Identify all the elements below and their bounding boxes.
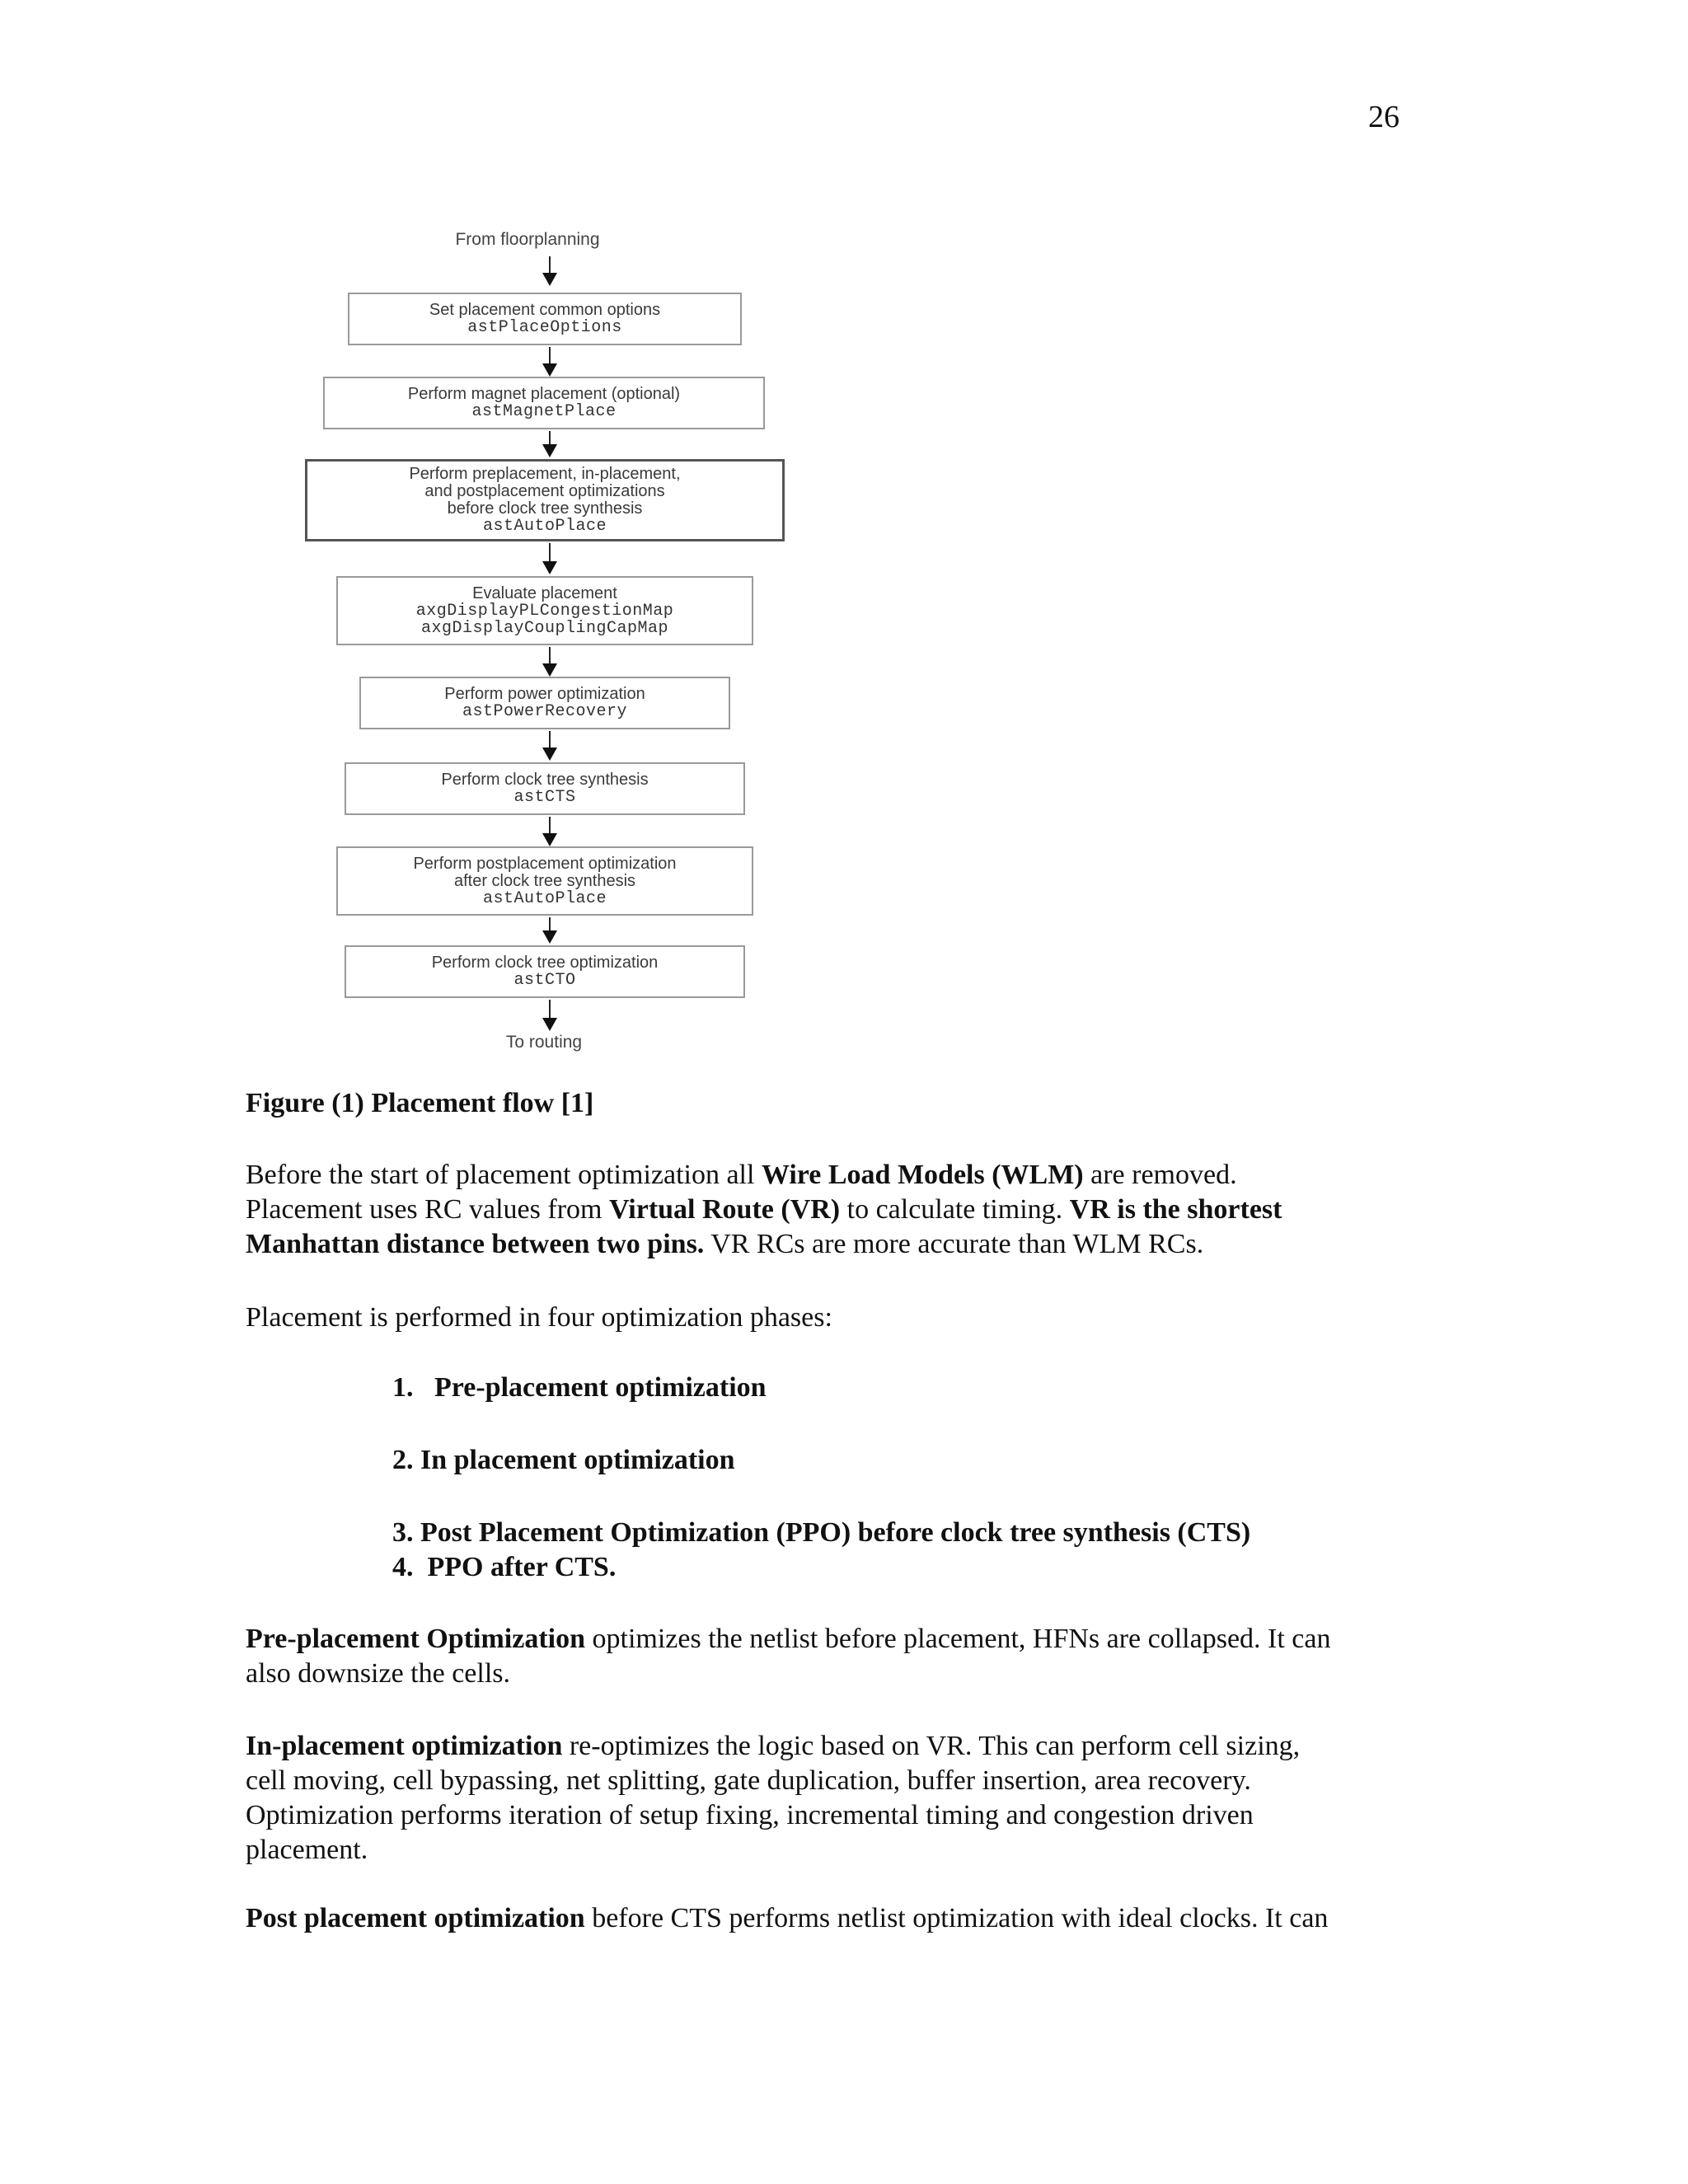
step-text: Perform clock tree optimization xyxy=(431,954,659,972)
flow-arrow xyxy=(542,817,558,846)
text-run: Optimization performs iteration of setup… xyxy=(246,1800,1254,1830)
term-wlm: Wire Load Models (WLM) xyxy=(761,1160,1084,1190)
flow-step-clock-tree-optimization: Perform clock tree optimization astCTO xyxy=(345,945,745,998)
paragraph-pre-placement: Pre-placement Optimization optimizes the… xyxy=(246,1622,1449,1691)
emphasis: VR is the shortest xyxy=(1069,1194,1282,1225)
text-run: re-optimizes the logic based on VR. This… xyxy=(562,1731,1301,1761)
paragraph-phases-intro: Placement is performed in four optimizat… xyxy=(246,1302,832,1333)
step-command: axgDisplayPLCongestionMap xyxy=(415,601,674,621)
text-run: placement. xyxy=(246,1835,368,1865)
flow-step-place-options: Set placement common options astPlaceOpt… xyxy=(348,293,742,345)
term: Post placement optimization xyxy=(246,1903,585,1933)
term: In-placement optimization xyxy=(246,1731,563,1761)
text-run: Placement uses RC values from xyxy=(246,1194,609,1225)
flow-arrow xyxy=(542,256,558,286)
flow-arrow xyxy=(542,431,558,457)
step-command: astMagnetPlace xyxy=(471,402,617,421)
flow-arrow xyxy=(542,347,558,377)
phase-item: 1. Pre-placement optimization xyxy=(392,1372,767,1403)
term: Pre-placement Optimization xyxy=(246,1624,586,1654)
step-command: axgDisplayCouplingCapMap xyxy=(420,618,669,638)
step-text: Perform preplacement, in-placement, xyxy=(409,465,681,483)
text-run: cell moving, cell bypassing, net splitti… xyxy=(246,1765,1251,1796)
step-text: after clock tree synthesis xyxy=(453,871,636,890)
text-run: Before the start of placement optimizati… xyxy=(246,1160,762,1190)
figure-caption: Figure (1) Placement flow [1] xyxy=(246,1088,594,1118)
step-command: astPlaceOptions xyxy=(467,318,622,337)
flow-step-power-optimization: Perform power optimization astPowerRecov… xyxy=(359,677,730,729)
paragraph-in-placement: In-placement optimization re-optimizes t… xyxy=(246,1729,1449,1868)
flow-arrow xyxy=(542,1000,558,1031)
step-text: Set placement common options xyxy=(429,301,661,319)
paragraph-post-placement: Post placement optimization before CTS p… xyxy=(246,1901,1449,1936)
flow-step-clock-tree-synthesis: Perform clock tree synthesis astCTS xyxy=(345,762,745,815)
flow-step-magnet-place: Perform magnet placement (optional) astM… xyxy=(323,377,765,429)
text-run: before CTS performs netlist optimization… xyxy=(584,1903,1329,1933)
placement-flowchart: From floorplanning Set placement common … xyxy=(297,227,808,1067)
emphasis: Manhattan distance between two pins. xyxy=(246,1229,705,1259)
step-command: astAutoPlace xyxy=(482,517,607,536)
step-text: Evaluate placement xyxy=(472,583,617,602)
text-run: are removed. xyxy=(1083,1160,1237,1190)
flow-step-post-cts-optimization: Perform postplacement optimization after… xyxy=(336,846,753,916)
page-number: 26 xyxy=(1368,100,1400,134)
step-text: Perform magnet placement (optional) xyxy=(407,385,681,403)
flow-start-label: From floorplanning xyxy=(455,230,600,249)
flow-step-auto-place: Perform preplacement, in-placement, and … xyxy=(305,459,785,541)
paragraph-wlm: Before the start of placement optimizati… xyxy=(246,1158,1449,1262)
step-text: and postplacement optimizations xyxy=(424,482,665,500)
step-command: astCTS xyxy=(513,788,576,807)
text-run: VR RCs are more accurate than WLM RCs. xyxy=(704,1229,1204,1259)
text-run: also downsize the cells. xyxy=(246,1658,511,1689)
phase-item: 4. PPO after CTS. xyxy=(392,1552,617,1582)
flow-arrow xyxy=(542,543,558,574)
phase-item: 3. Post Placement Optimization (PPO) bef… xyxy=(392,1517,1251,1548)
step-command: astAutoPlace xyxy=(482,888,607,908)
text-run: optimizes the netlist before placement, … xyxy=(585,1624,1331,1654)
term-vr: Virtual Route (VR) xyxy=(608,1194,841,1225)
step-command: astPowerRecovery xyxy=(462,702,628,721)
flow-step-evaluate-placement: Evaluate placement axgDisplayPLCongestio… xyxy=(336,576,753,645)
text-run: to calculate timing. xyxy=(840,1194,1070,1225)
step-text: Perform postplacement optimization xyxy=(413,854,677,873)
step-text: Perform power optimization xyxy=(444,685,645,703)
flow-arrow xyxy=(542,647,558,677)
flow-arrow xyxy=(542,731,558,761)
flow-end-label: To routing xyxy=(505,1033,583,1052)
phase-item: 2. In placement optimization xyxy=(392,1445,735,1475)
flow-arrow xyxy=(542,917,558,944)
step-text: before clock tree synthesis xyxy=(447,499,643,518)
step-command: astCTO xyxy=(513,971,576,990)
step-text: Perform clock tree synthesis xyxy=(441,771,649,789)
